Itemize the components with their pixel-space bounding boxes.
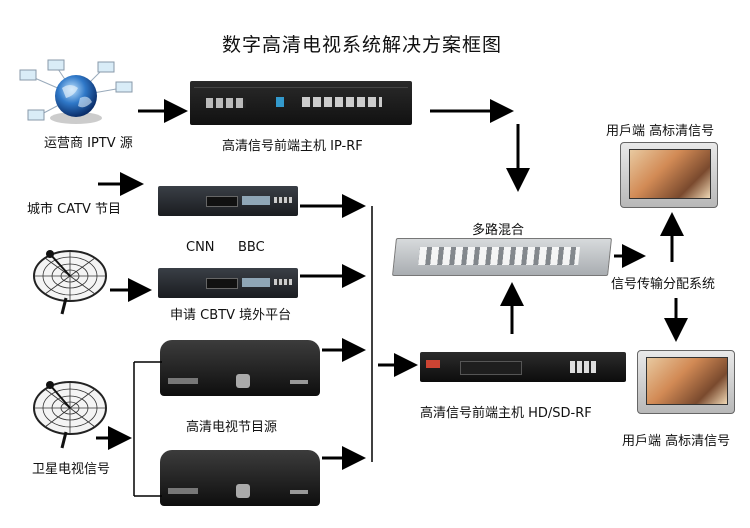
ip-rf-host-device bbox=[190, 81, 412, 125]
hd-source-box-2 bbox=[160, 450, 320, 506]
cbtv-receiver-device bbox=[158, 268, 298, 298]
hd-sd-rf-host-device bbox=[420, 352, 626, 382]
bottom-user-tv bbox=[637, 350, 735, 414]
tv-screen bbox=[646, 357, 728, 405]
cbtv-source-label: 申请 CBTV 境外平台 bbox=[170, 308, 292, 323]
globe-icon bbox=[18, 58, 136, 130]
ip-rf-host-label: 高清信号前端主机 IP-RF bbox=[222, 139, 363, 154]
tv-screen bbox=[629, 149, 711, 199]
satellite-source-label: 卫星电视信号 bbox=[32, 462, 111, 477]
hd-sd-rf-host-label: 高清信号前端主机 HD/SD-RF bbox=[420, 406, 592, 421]
satellite-dish-icon bbox=[28, 246, 108, 316]
diagram-title: 数字高清电视系统解决方案框图 bbox=[222, 34, 503, 56]
hd-source-label: 高清电视节目源 bbox=[186, 420, 278, 435]
iptv-source-label: 运营商 IPTV 源 bbox=[44, 136, 133, 151]
top-user-display-label: 用戶端 高标清信号 bbox=[606, 124, 715, 139]
channel-label-cnn: CNN bbox=[186, 240, 215, 255]
ethernet-ports bbox=[206, 98, 246, 108]
bottom-user-display-label: 用戶端 高标清信号 bbox=[622, 434, 731, 449]
satellite-dish-icon-2 bbox=[28, 376, 108, 450]
catv-receiver-device bbox=[158, 186, 298, 216]
channel-label-bbc: BBC bbox=[238, 240, 265, 255]
catv-source-label: 城市 CATV 节目 bbox=[27, 202, 122, 217]
mixer-label: 多路混合 bbox=[472, 223, 525, 238]
distribution-label: 信号传输分配系统 bbox=[611, 277, 716, 292]
hd-source-box-1 bbox=[160, 340, 320, 396]
top-user-tv bbox=[620, 142, 718, 208]
